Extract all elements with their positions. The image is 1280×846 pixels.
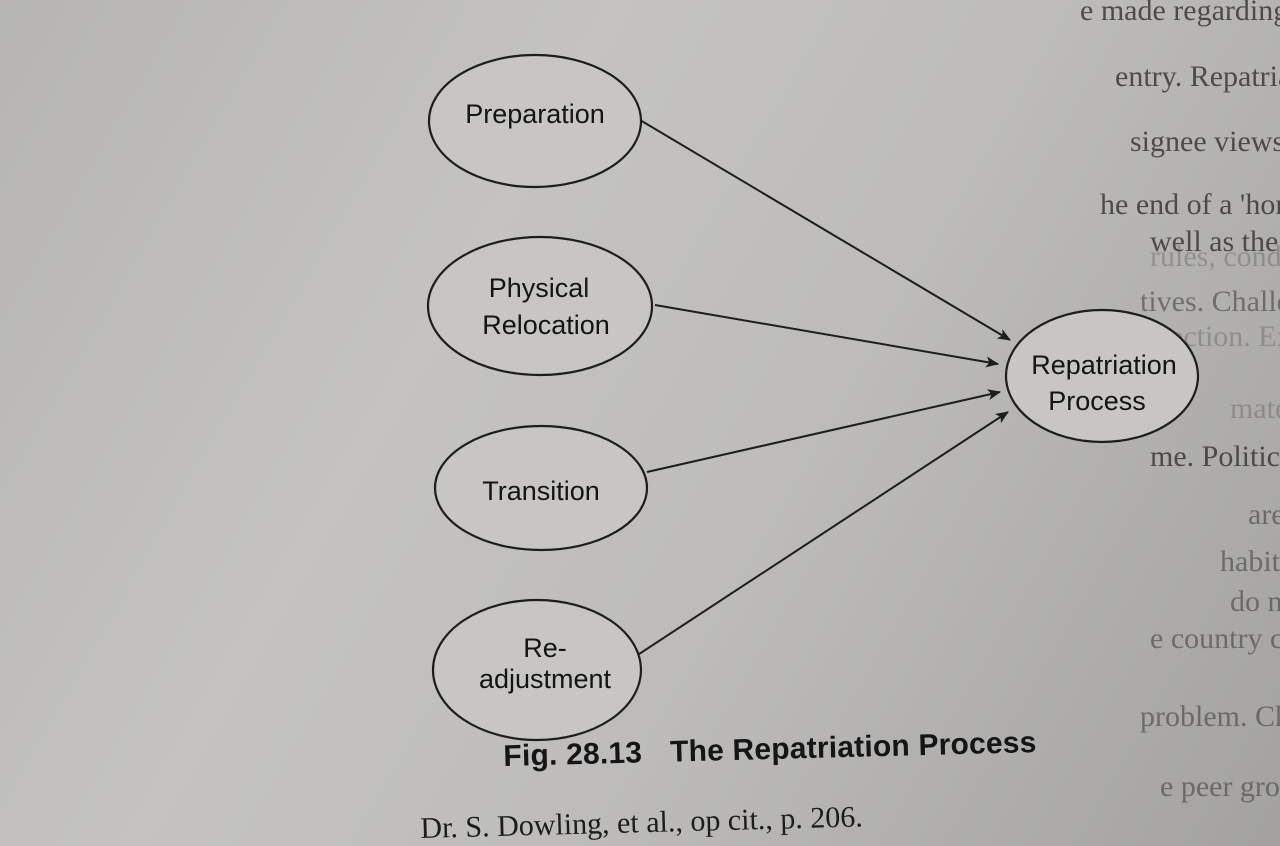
figure-number: Fig. 28.13 (503, 736, 643, 773)
node-physical-label: Physical (489, 273, 590, 303)
arrow-preparation-to-repatriation (639, 119, 1011, 341)
arrow-readjustment-to-repatriation (629, 411, 1009, 661)
node-re-label: Re- (523, 633, 567, 663)
node-transition-label: Transition (482, 476, 600, 506)
node-preparation: Preparation (427, 53, 643, 189)
node-repatriation-process: Repatriation Process (1004, 308, 1200, 444)
node-readjustment: Re- adjustment (431, 598, 643, 742)
node-process-label: Process (1048, 386, 1146, 416)
node-preparation-label: Preparation (465, 99, 605, 129)
arrow-physical-relocation-to-repatriation (654, 304, 1000, 368)
arrow-transition-to-repatriation (646, 389, 1002, 473)
node-transition: Transition (433, 424, 649, 552)
node-relocation-label: Relocation (482, 310, 610, 340)
node-repatriation-label: Repatriation (1031, 350, 1177, 380)
node-physical-relocation: Physical Relocation (426, 235, 654, 377)
node-adjustment-label: adjustment (479, 664, 612, 694)
